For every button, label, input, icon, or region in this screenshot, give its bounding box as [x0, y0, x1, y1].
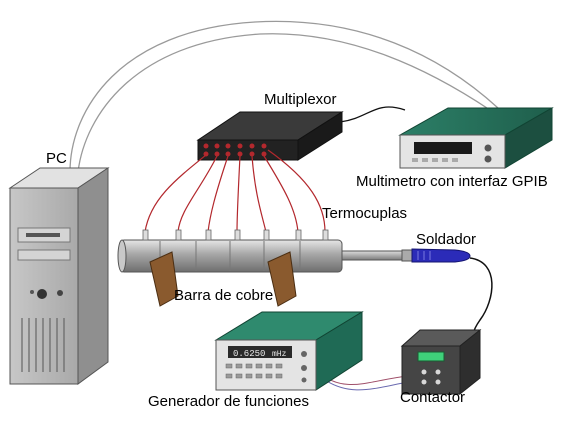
multimetro-label: Multimetro con interfaz GPIB [356, 173, 548, 190]
generator-display-unit: mHz [272, 350, 287, 359]
termocuplas-label: Termocuplas [322, 205, 408, 222]
function-generator: 0.6250 mHz [214, 311, 364, 391]
pc-label: PC [46, 150, 67, 167]
soldering-iron [341, 248, 471, 263]
generador-label: Generador de funciones [148, 393, 309, 410]
gpib-cables [69, 20, 499, 173]
soldador-label: Soldador [416, 231, 477, 248]
multiplexor-multimeter-cable [339, 106, 406, 123]
bar-supports [149, 251, 297, 307]
contactor [400, 328, 482, 396]
pc-tower [8, 167, 110, 385]
thermocouple-wires [144, 149, 326, 233]
multimeter [398, 107, 554, 169]
barra-label: Barra de cobre [174, 287, 274, 304]
contactor-label: Contactor [400, 389, 466, 406]
multiplexor-label: Multiplexor [264, 91, 337, 108]
generator-display-value: 0.6250 [233, 349, 265, 359]
multiplexor-box [196, 111, 344, 161]
